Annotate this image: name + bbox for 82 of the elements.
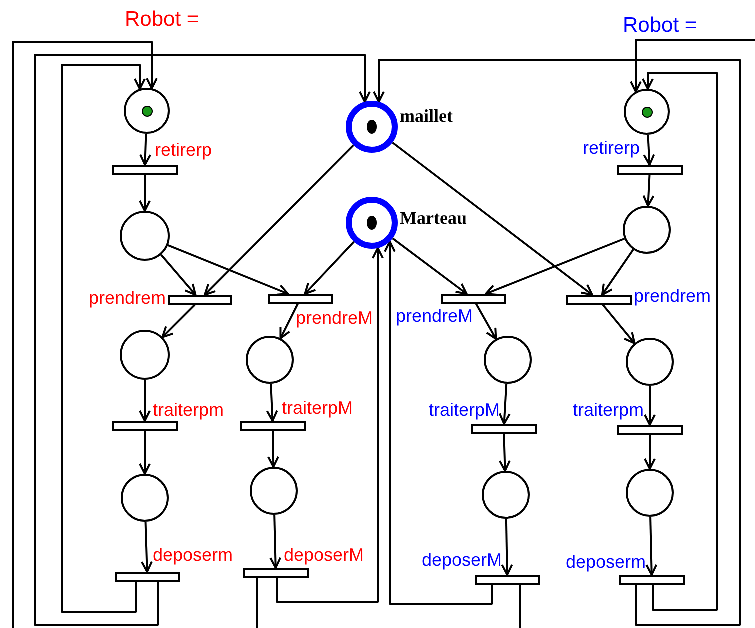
transition-label: retirerp <box>582 138 640 159</box>
place-label: maillet <box>400 106 453 127</box>
arc-arrow <box>519 39 755 628</box>
transition-label: traiterpM <box>428 400 500 421</box>
transition-label: traiterpm <box>572 400 644 421</box>
place-circle <box>346 197 398 249</box>
place-circle <box>124 88 170 134</box>
transition-bar <box>441 294 506 304</box>
arc-arrow <box>139 175 151 212</box>
arc-arrow <box>280 304 299 340</box>
place-circle <box>626 469 674 517</box>
place-label: Marteau <box>400 208 467 229</box>
transition-label: prendreM <box>296 308 374 329</box>
transition-bar <box>475 575 540 585</box>
arc-arrow <box>373 59 741 626</box>
arc-arrow <box>12 41 258 628</box>
place-circle <box>120 211 170 261</box>
arc-arrow <box>475 304 498 340</box>
transition-bar <box>115 572 180 582</box>
transition-bar <box>240 421 306 431</box>
robot-label: Robot = <box>125 8 200 32</box>
transition-bar <box>619 575 685 585</box>
transition-label: deposerm <box>566 552 646 573</box>
arc-arrow <box>643 134 656 166</box>
transition-label: prendrem <box>88 288 166 309</box>
arc-arrow <box>392 142 594 296</box>
transition-label: retirerp <box>155 140 212 161</box>
arc-arrow <box>267 430 280 468</box>
arc-arrow <box>498 384 511 425</box>
transition-label: traiterpm <box>153 400 224 421</box>
arc-arrow <box>646 516 658 576</box>
arc-arrow <box>485 238 626 296</box>
place-circle <box>624 89 670 135</box>
arc-arrow <box>276 247 384 603</box>
arc-arrow <box>61 64 146 613</box>
transition-bar <box>112 421 178 431</box>
transition-label: deposerM <box>422 550 502 571</box>
transition-label: prendreM <box>396 306 474 327</box>
transition-label: prendrem <box>634 286 712 307</box>
arc-arrow <box>162 304 196 338</box>
arc-arrow <box>141 522 154 573</box>
transition-bar <box>243 568 309 578</box>
robot-label: Robot = <box>623 14 698 38</box>
arc-arrow <box>498 434 511 472</box>
transition-label: traiterpM <box>282 398 354 419</box>
arc-arrow <box>644 435 656 470</box>
arc-arrow <box>642 174 655 208</box>
transition-bar <box>168 295 232 305</box>
place-circle <box>246 336 294 384</box>
place-circle <box>482 471 530 519</box>
arc-arrow <box>34 54 371 626</box>
transition-bar <box>268 294 333 304</box>
transition-label: deposerm <box>153 545 234 566</box>
transition-bar <box>471 424 537 434</box>
place-circle <box>626 338 674 386</box>
arc-arrow <box>140 134 152 166</box>
arc-arrow <box>602 304 636 344</box>
arc-arrow <box>501 518 514 576</box>
arc-arrow <box>204 144 354 296</box>
place-circle <box>121 474 169 522</box>
arc-arrow <box>601 249 634 296</box>
arc-arrow <box>266 384 278 422</box>
transition-bar <box>617 165 683 175</box>
arc-arrow <box>139 431 151 475</box>
place-circle <box>120 330 170 380</box>
arc-arrow <box>270 514 282 569</box>
place-circle <box>623 206 671 254</box>
arc-arrow <box>160 254 197 296</box>
arc-arrow <box>384 240 493 605</box>
arc-arrow <box>139 380 151 422</box>
transition-bar <box>112 165 178 175</box>
arc-arrow <box>642 72 718 611</box>
place-circle <box>250 467 298 515</box>
place-circle <box>346 101 398 153</box>
arc-arrow <box>168 244 290 296</box>
transition-bar <box>617 425 683 435</box>
arc-arrow <box>392 238 468 295</box>
arc-arrow <box>304 241 355 295</box>
place-circle <box>484 336 532 384</box>
transition-label: deposerM <box>284 545 364 566</box>
arc-arrow <box>644 386 656 426</box>
transition-bar <box>566 295 632 305</box>
